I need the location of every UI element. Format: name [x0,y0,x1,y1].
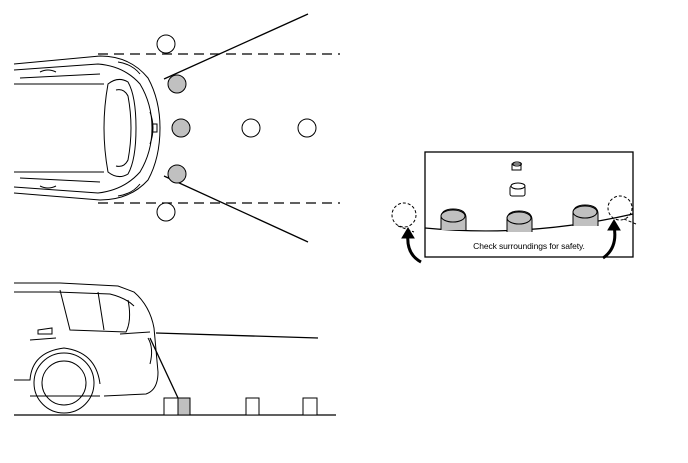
post-far-1 [245,397,260,416]
view-cone-lower [163,175,309,243]
marker-sensed-lower [167,164,187,184]
vehicle-top-view [13,55,161,201]
safety-caption: Check surroundings for safety. [473,241,585,251]
marker-outside-top [156,34,176,54]
monitor-post-left [440,208,467,230]
side-view [14,282,336,416]
monitor-off-screen-right [607,195,633,221]
monitor-post-far-small [511,161,522,171]
marker-sensed-upper [167,74,187,94]
curved-arrow-right-icon [602,219,621,260]
post-far-2 [302,397,318,416]
monitor-post-center [506,210,533,232]
marker-outside-bottom [156,202,176,222]
side-view-cone-lower [149,337,179,399]
monitor-view [391,151,637,264]
curved-arrow-left-icon [401,227,422,264]
monitor-frame [424,151,634,258]
vehicle-side-view [14,282,159,414]
monitor-post-far-medium [509,182,526,197]
view-cone-upper [163,13,309,80]
marker-sensed-center [171,118,191,138]
post-near-left [163,397,179,416]
marker-far-2 [297,118,317,138]
monitor-off-screen-left [391,202,417,228]
monitor-post-right [572,204,599,226]
marker-far-1 [241,118,261,138]
side-view-cone-upper [155,332,319,339]
top-view [13,13,340,243]
post-near-sensed [177,397,191,416]
